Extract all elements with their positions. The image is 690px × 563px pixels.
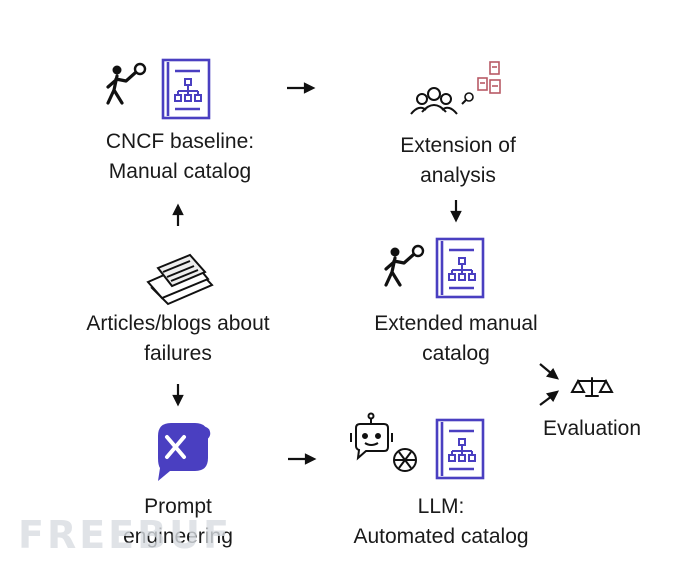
node-extension-of-analysis: Extension of analysis bbox=[368, 131, 548, 191]
node-extended-manual-catalog: Extended manual catalog bbox=[340, 309, 572, 369]
node-evaluation: Evaluation bbox=[525, 414, 659, 444]
prompt-tools-icon bbox=[158, 423, 211, 481]
arrow-extended-to-evaluation bbox=[539, 363, 560, 380]
node-label-line: Extended manual bbox=[374, 312, 538, 335]
node-llm-automated-catalog: LLM: Automated catalog bbox=[328, 492, 554, 552]
node-label-line: analysis bbox=[420, 164, 496, 187]
openai-logo-icon bbox=[393, 448, 417, 472]
arrow-articles-to-prompt bbox=[172, 384, 184, 407]
node-label-line: catalog bbox=[422, 342, 490, 365]
node-label-line: Evaluation bbox=[542, 417, 642, 440]
node-label-line: LLM: bbox=[417, 495, 465, 518]
node-label-line: engineering bbox=[123, 525, 233, 548]
node-label-line: Manual catalog bbox=[108, 160, 252, 183]
catalog-document-icon bbox=[161, 58, 211, 120]
newspaper-icon bbox=[146, 253, 214, 306]
node-label-line: Articles/blogs about bbox=[86, 312, 270, 335]
node-label-line: Automated catalog bbox=[353, 525, 529, 548]
arrow-cncf-to-extension bbox=[287, 82, 316, 94]
node-articles-blogs: Articles/blogs about failures bbox=[52, 309, 304, 369]
people-group-icon bbox=[410, 87, 458, 115]
node-prompt-engineering: Prompt engineering bbox=[98, 492, 258, 552]
watermark: FREEBUF bbox=[18, 513, 232, 557]
documents-search-icon bbox=[461, 61, 501, 105]
node-cncf-baseline: CNCF baseline: Manual catalog bbox=[76, 127, 284, 187]
node-label-line: Prompt bbox=[144, 495, 212, 518]
node-label-line: Extension of bbox=[400, 134, 516, 157]
node-label-line: CNCF baseline: bbox=[105, 130, 255, 153]
catalog-document-icon bbox=[435, 237, 485, 299]
person-magnifier-icon bbox=[384, 244, 425, 287]
person-magnifier-icon bbox=[106, 62, 147, 105]
robot-chat-icon bbox=[350, 412, 393, 461]
node-label-line: failures bbox=[144, 342, 212, 365]
arrow-llm-to-evaluation bbox=[539, 390, 560, 406]
arrow-extension-to-extended bbox=[450, 200, 462, 223]
arrow-articles-to-cncf bbox=[172, 203, 184, 226]
arrow-prompt-to-llm bbox=[288, 453, 317, 465]
balance-scale-icon bbox=[570, 377, 614, 397]
catalog-document-icon bbox=[435, 418, 485, 480]
